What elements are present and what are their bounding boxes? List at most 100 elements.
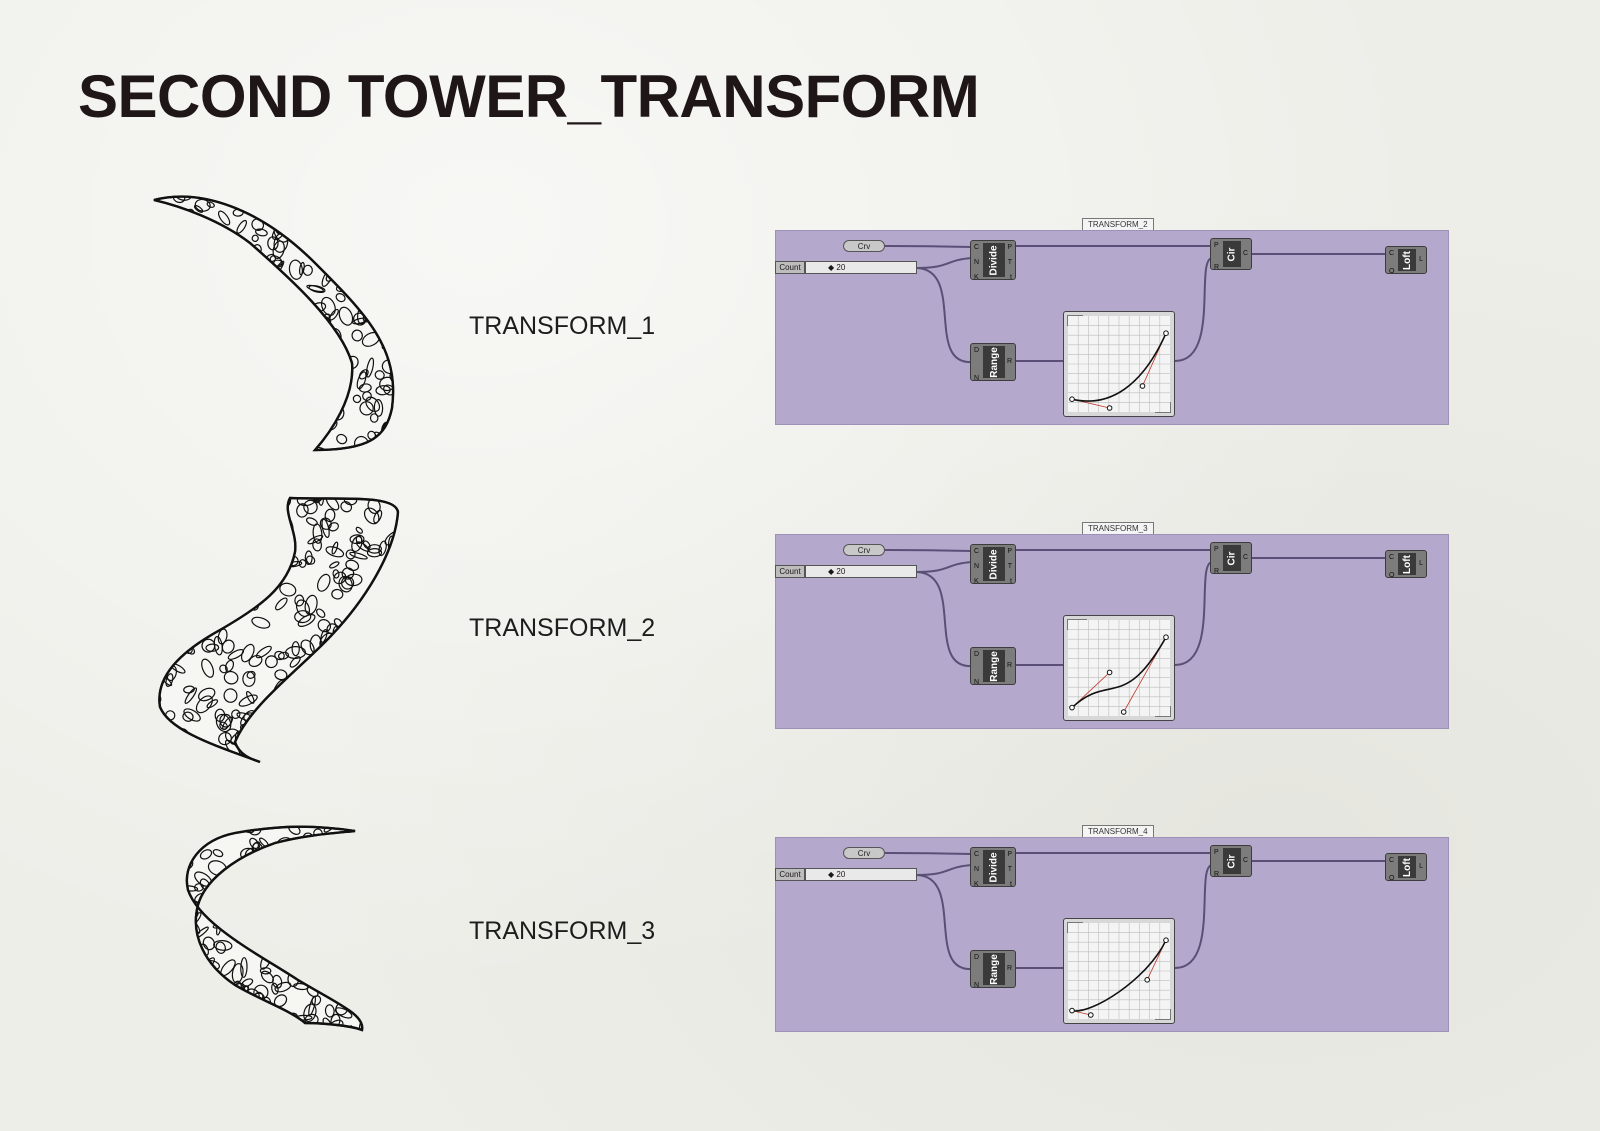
graph-curve[interactable] (1068, 923, 1170, 1019)
wires (884, 549, 1387, 668)
input-pin[interactable]: N (974, 866, 980, 873)
output-pin[interactable]: C (1242, 857, 1248, 864)
graph-mapper[interactable]: 2:10 0:1 (1063, 615, 1175, 721)
crv-param[interactable]: Crv (843, 240, 885, 252)
count-slider-label: Count (775, 261, 805, 274)
input-pin[interactable]: C (974, 851, 980, 858)
output-pin[interactable]: T (1007, 259, 1012, 266)
output-pin[interactable]: R (1006, 662, 1012, 669)
output-pin[interactable]: P (1007, 851, 1012, 858)
loft-component-label: Loft (1401, 554, 1413, 574)
input-pin[interactable]: D (974, 651, 980, 658)
input-pin[interactable]: N (974, 375, 980, 382)
range-component[interactable]: Range D N R (970, 950, 1016, 989)
twisted-tower-sketch-2-icon (158, 496, 400, 764)
count-slider-value[interactable]: ◆ 20 (805, 565, 917, 578)
twisted-tower-sketch-1-icon (153, 195, 395, 452)
page-title: SECOND TOWER_TRANSFORM (78, 63, 980, 130)
graph-control-point (1163, 634, 1169, 641)
loft-component[interactable]: Loft C O L (1385, 853, 1427, 882)
input-pin[interactable]: C (1389, 857, 1395, 864)
input-pin[interactable]: K (974, 578, 979, 585)
input-pin[interactable]: O (1389, 268, 1395, 275)
input-pin[interactable]: P (1214, 546, 1219, 553)
transform-label: TRANSFORM_2 (469, 614, 656, 642)
output-pin[interactable]: L (1419, 560, 1423, 567)
input-pin[interactable]: C (974, 548, 980, 555)
output-pin[interactable]: t (1010, 274, 1012, 281)
grasshopper-definition: TRANSFORM_3 Crv Count ◆ 20 (775, 522, 1450, 737)
output-pin[interactable]: T (1007, 563, 1012, 570)
input-pin[interactable]: O (1389, 572, 1395, 579)
input-pin[interactable]: K (974, 881, 979, 888)
graph-curve[interactable] (1068, 316, 1170, 412)
input-pin[interactable]: N (974, 679, 980, 686)
graph-curve[interactable] (1068, 620, 1170, 716)
circle-component[interactable]: Cir P R C (1210, 238, 1252, 271)
grasshopper-definition: TRANSFORM_4 Crv Count ◆ 20 (775, 825, 1450, 1040)
graph-control-point (1069, 704, 1075, 711)
graph-control-point (1139, 383, 1146, 389)
loft-component[interactable]: Loft C O L (1385, 246, 1427, 275)
transform-label: TRANSFORM_1 (469, 312, 656, 340)
graph-control-point (1088, 1012, 1094, 1018)
transform-row: TRANSFORM_3 TRANSFORM_4 Crv Count ◆ 20 (0, 795, 1600, 1095)
input-pin[interactable]: C (1389, 554, 1395, 561)
graph-mapper[interactable]: 2:0 0:1 (1063, 311, 1175, 417)
input-pin[interactable]: R (1214, 871, 1220, 878)
input-pin[interactable]: D (974, 954, 980, 961)
graph-control-point (1069, 1007, 1075, 1014)
count-slider-value[interactable]: ◆ 20 (805, 261, 917, 274)
input-pin[interactable]: O (1389, 875, 1395, 882)
input-pin[interactable]: P (1214, 242, 1219, 249)
loft-component-label: Loft (1401, 857, 1413, 877)
input-pin[interactable]: N (974, 259, 980, 266)
output-pin[interactable]: P (1007, 548, 1012, 555)
output-pin[interactable]: R (1006, 358, 1012, 365)
graph-control-point (1106, 669, 1113, 676)
grasshopper-definition: TRANSFORM_2 Crv Count ◆ 20 (775, 218, 1450, 433)
circle-component[interactable]: Cir P R C (1210, 845, 1252, 878)
output-pin[interactable]: C (1242, 554, 1248, 561)
circle-component-label: Cir (1226, 247, 1238, 261)
output-pin[interactable]: L (1419, 863, 1423, 870)
input-pin[interactable]: C (1389, 250, 1395, 257)
input-pin[interactable]: C (974, 244, 980, 251)
graph-control-point (1069, 396, 1075, 402)
count-slider-value[interactable]: ◆ 20 (805, 868, 917, 881)
input-pin[interactable]: N (974, 982, 980, 989)
input-pin[interactable]: P (1214, 849, 1219, 856)
loft-component[interactable]: Loft C O L (1385, 550, 1427, 579)
crv-param[interactable]: Crv (843, 847, 885, 859)
twisted-tower-sketch-3-icon (185, 825, 364, 1032)
graph-control-point (1163, 330, 1169, 337)
count-slider[interactable]: Count ◆ 20 (775, 868, 917, 881)
count-slider[interactable]: Count ◆ 20 (775, 565, 917, 578)
graph-control-point (1106, 405, 1113, 411)
output-pin[interactable]: T (1007, 866, 1012, 873)
input-pin[interactable]: R (1214, 264, 1220, 271)
range-component-label: Range (988, 953, 1000, 985)
count-slider[interactable]: Count ◆ 20 (775, 261, 917, 274)
input-pin[interactable]: N (974, 563, 980, 570)
input-pin[interactable]: R (1214, 568, 1220, 575)
crv-param[interactable]: Crv (843, 544, 885, 556)
output-pin[interactable]: t (1010, 881, 1012, 888)
input-pin[interactable]: D (974, 347, 980, 354)
input-pin[interactable]: K (974, 274, 979, 281)
graph-mapper[interactable]: 2:0 0:1 (1063, 918, 1175, 1024)
count-slider-label: Count (775, 565, 805, 578)
output-pin[interactable]: C (1242, 250, 1248, 257)
output-pin[interactable]: L (1419, 256, 1423, 263)
loft-component-label: Loft (1401, 250, 1413, 270)
output-pin[interactable]: R (1006, 965, 1012, 972)
output-pin[interactable]: t (1010, 578, 1012, 585)
circle-component-label: Cir (1226, 854, 1238, 868)
output-pin[interactable]: P (1007, 244, 1012, 251)
